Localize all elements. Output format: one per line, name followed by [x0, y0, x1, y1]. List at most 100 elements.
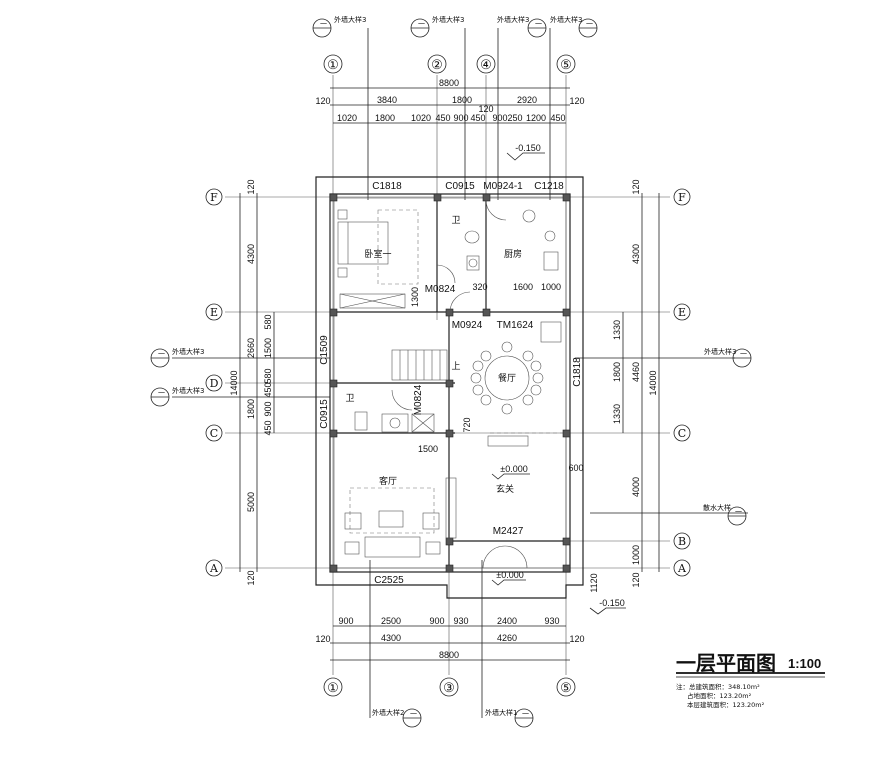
label-top-dims-row2-1: 3840 [377, 95, 397, 105]
label-axes-h-right-3: B [678, 535, 686, 548]
label-interior-dims-d1500: 1500 [418, 444, 438, 454]
axis-bubbles-left: F E D C A [205, 188, 223, 577]
detail-leaders [172, 28, 748, 718]
label-bottom-dims-row1-0: 900 [338, 616, 353, 626]
label-markers-detail3: 外墙大样3 [172, 386, 204, 395]
label-top-dims-row3-7: 250 [507, 113, 522, 123]
label-left-dims-inner-5: 450 [263, 420, 273, 435]
label-right-dims-mid-5: 120 [631, 572, 641, 587]
label-top-dims-row3-4: 900 [453, 113, 468, 123]
label-left-dims-mid-4: 5000 [246, 492, 256, 512]
label-bottom-dims-row2-0: 120 [315, 634, 330, 644]
label-axes-v-bottom-1: ③ [443, 681, 455, 696]
drawing-title-block: 一层平面图 1:100 注：总建筑面积：348.10m² 占地面积：123.20… [676, 651, 825, 709]
label-right-dims-mid-2: 4460 [631, 362, 641, 382]
label-top-dims-total: 8800 [439, 78, 459, 88]
label-markers-sym-top: 一 [158, 389, 165, 397]
label-right-dims-inner-0: 1330 [612, 320, 622, 340]
label-bottom-dims-row1-1: 2500 [381, 616, 401, 626]
label-right-dims-outer: 14000 [648, 370, 658, 395]
label-top-dims-row2-3: 2920 [517, 95, 537, 105]
label-openings-tm1624: TM1624 [497, 320, 534, 331]
label-axes-h-right-0: F [678, 191, 686, 204]
label-right-dims-inner-2: 1330 [612, 404, 622, 424]
label-markers-sym-top: 一 [535, 20, 542, 28]
label-openings-m0824-b: M0824 [413, 384, 424, 415]
label-markers-sym-top: 一 [735, 508, 742, 516]
label-top-dims-row3-5: 450 [470, 113, 485, 123]
label-openings-c1509: C1509 [319, 335, 330, 365]
label-top-dims-row3-1: 1800 [375, 113, 395, 123]
label-top-dims-mid: 120 [478, 104, 493, 114]
label-right-dims-extra: 1120 [589, 573, 599, 592]
label-markers-detail3: 外墙大样3 [172, 347, 204, 356]
label-bottom-dims-total: 8800 [439, 650, 459, 660]
detail-marker-top-2: 一外墙大样3 [410, 15, 464, 38]
label-markers-sym-top: 一 [410, 710, 417, 718]
building-walls [315, 176, 584, 599]
label-axes-h-right-4: A [677, 562, 687, 575]
label-axes-h-left-2: D [210, 377, 219, 390]
opening-labels: C1818 C0915 M0924-1 C1218 M0824 M0924 TM… [319, 181, 583, 586]
interior-dimensions: 320 1600 1000 1300 720 1500 ±0.000 ±0.00… [410, 282, 561, 586]
note-site-area: 占地面积：123.20m² [687, 691, 752, 700]
detail-marker-left-2: 一外墙大样3 [150, 386, 204, 407]
axis-bubbles-right: F E C B A [673, 188, 691, 577]
furniture [337, 199, 562, 569]
label-right-dims-mid-1: 4300 [631, 244, 641, 264]
label-rooms-kitchen: 厨房 [504, 248, 522, 260]
label-markers-detail1: 外墙大样1 [485, 708, 517, 717]
label-openings-c1818-right: C1818 [572, 357, 583, 387]
label-right-dims-mid-4: 1000 [631, 545, 641, 565]
label-top-dims-row2-4: 120 [569, 96, 584, 106]
label-axes-v-bottom-0: ① [327, 681, 339, 696]
label-bottom-dims-row2-1: 4300 [381, 633, 401, 643]
label-openings-c0915-top: C0915 [445, 181, 475, 192]
label-openings-c1818-top: C1818 [372, 181, 402, 192]
label-markers-detail3: 外墙大样3 [334, 15, 366, 24]
label-top-dims-row3-9: 450 [550, 113, 565, 123]
label-rooms-bath2: 卫 [345, 394, 354, 404]
label-axes-v-top-3: ⑤ [560, 58, 572, 73]
label-openings-m2427: M2427 [493, 526, 524, 537]
label-left-dims-inner-2: 580 [263, 368, 273, 383]
label-left-dims-outer: 14000 [229, 370, 239, 395]
label-rooms-dining: 餐厅 [498, 372, 516, 384]
label-axes-h-left-0: F [210, 191, 218, 204]
drawing-title: 一层平面图 [676, 651, 776, 675]
label-axes-v-bottom-2: ⑤ [560, 681, 572, 696]
note-floor-area: 本层建筑面积：123.20m² [687, 700, 765, 709]
label-rooms-living: 客厅 [379, 475, 397, 487]
label-top-dims-row2-0: 120 [315, 96, 330, 106]
detail-marker-top-1: 一外墙大样3 [312, 15, 366, 38]
label-openings-c1218: C1218 [534, 181, 564, 192]
label-axes-h-right-2: C [678, 427, 686, 440]
label-top-dims-row2-2: 1800 [452, 95, 472, 105]
label-axes-h-left-1: E [210, 306, 218, 319]
label-axes-v-top-1: ② [431, 58, 443, 73]
left-dimensions: 14000 120 4300 2660 1800 5000 120 580 15… [229, 179, 275, 586]
label-top-dims-row3-0: 1020 [337, 113, 357, 123]
label-openings-m0824-a: M0824 [425, 284, 456, 295]
label-left-dims-inner-1: 1500 [263, 338, 273, 358]
label-bottom-dims-row1-5: 930 [544, 616, 559, 626]
axis-bubbles-top: ① ② ④ ⑤ [323, 54, 576, 74]
label-top-dims-row3-8: 1200 [526, 113, 546, 123]
label-left-dims-mid-3: 1800 [246, 399, 256, 419]
label-left-dims-inner-4: 900 [263, 401, 273, 416]
label-top-dims-level: -0.150 [515, 143, 541, 153]
label-left-dims-mid-5: 120 [246, 570, 256, 585]
label-openings-c0915-left: C0915 [319, 399, 330, 429]
room-labels: 卧室一 卫 厨房 餐厅 卫 客厅 玄关 上 [345, 216, 522, 495]
label-right-dims-mid-0: 120 [631, 179, 641, 194]
label-bottom-dims-row1-2: 900 [429, 616, 444, 626]
detail-markers: 一外墙大样3 一外墙大样3 一外墙大样3 一外墙大样3 一外墙大样3 一外墙大样… [150, 15, 752, 728]
label-openings-m0924: M0924 [452, 320, 483, 331]
label-right-dims-mid-3: 4000 [631, 477, 641, 497]
